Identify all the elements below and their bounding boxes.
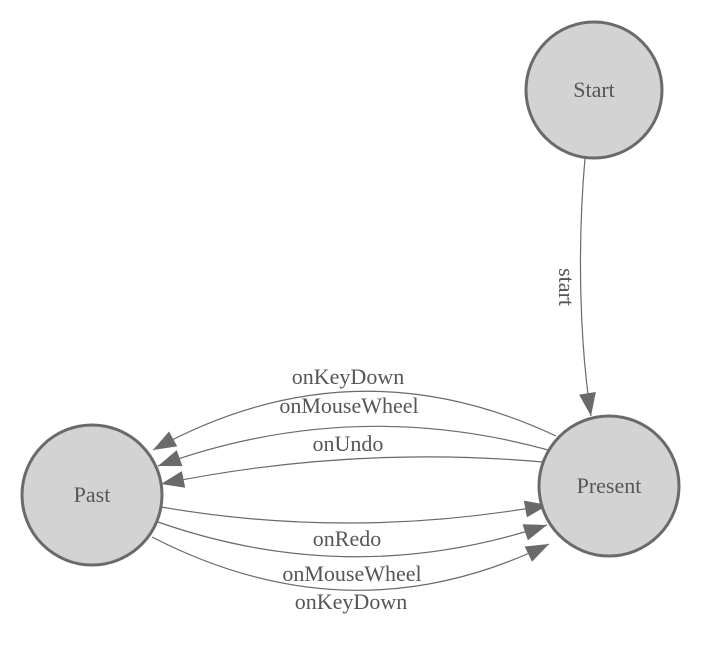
node-past-circle: [20, 423, 164, 567]
node-start: Start: [524, 20, 664, 160]
edge-past-to-present-onkeydown: onKeyDown: [151, 536, 550, 614]
edge-present-to-past-onmousewheel: onMouseWheel: [157, 393, 553, 467]
node-present-circle: [537, 414, 681, 558]
edge-past-to-present-onmousewheel: onMouseWheel: [157, 521, 548, 586]
edge-onmousewheel-bottom-path: [157, 521, 548, 558]
arrowhead-icon: [522, 524, 547, 541]
edge-label-start: start: [554, 268, 579, 306]
arrowhead-icon: [153, 431, 178, 450]
arrowhead-icon: [524, 544, 549, 562]
node-present: Present: [537, 414, 681, 558]
edge-label-onredo: onRedo: [313, 526, 381, 551]
node-present-label: Present: [577, 473, 642, 498]
node-past-label: Past: [74, 482, 111, 507]
edge-past-to-present-onredo: onRedo: [160, 500, 549, 551]
node-start-label: Start: [573, 77, 615, 102]
edge-start-to-present-path: [579, 157, 592, 417]
node-past: Past: [20, 423, 164, 567]
edge-onredo-path: [160, 504, 549, 524]
node-start-circle: [524, 20, 664, 160]
edge-onkeydown-bottom-path: [151, 536, 550, 591]
edge-present-to-past-onkeydown: onKeyDown: [152, 364, 557, 451]
edge-onkeydown-top-path: [152, 390, 557, 451]
edge-label-onmousewheel-bottom: onMouseWheel: [282, 561, 421, 586]
arrowhead-icon: [161, 471, 186, 488]
edge-label-onundo: onUndo: [313, 431, 384, 456]
edge-label-onmousewheel-top: onMouseWheel: [279, 393, 418, 418]
edge-onmousewheel-top-path: [157, 425, 553, 467]
edge-start-to-present: start: [554, 157, 596, 417]
edge-onundo-path: [160, 456, 544, 485]
arrowhead-icon: [579, 391, 596, 416]
edge-label-onkeydown-top: onKeyDown: [292, 364, 404, 389]
edge-present-to-past-onundo: onUndo: [160, 431, 544, 488]
arrowhead-icon: [158, 450, 183, 467]
edge-label-onkeydown-bottom: onKeyDown: [295, 589, 407, 614]
